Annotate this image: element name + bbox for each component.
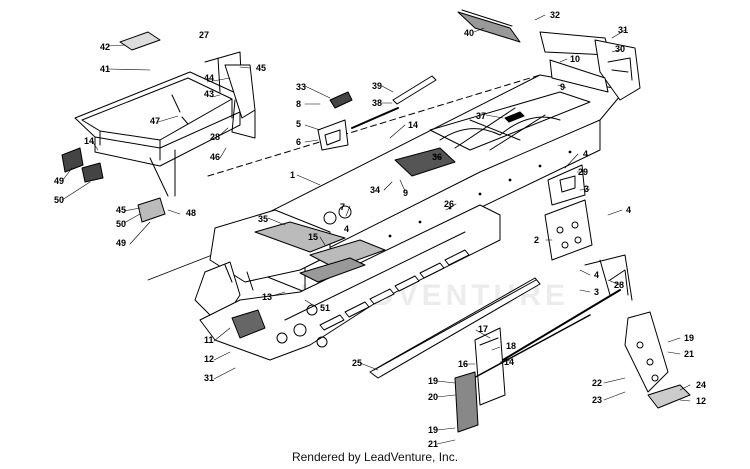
lower-frame bbox=[454, 289, 621, 433]
callout-8: 8 bbox=[296, 99, 301, 109]
callout-44: 44 bbox=[204, 73, 214, 83]
callout-26: 26 bbox=[444, 199, 454, 209]
callout-40: 40 bbox=[464, 28, 474, 38]
callout-28: 28 bbox=[210, 132, 220, 142]
callout-27: 27 bbox=[199, 30, 209, 40]
callout-16: 16 bbox=[458, 359, 468, 369]
hand-rail bbox=[317, 75, 437, 151]
callout-25: 25 bbox=[352, 358, 362, 368]
callout-23: 23 bbox=[592, 395, 602, 405]
callout-6: 6 bbox=[296, 137, 301, 147]
callout-5: 5 bbox=[296, 119, 301, 129]
callout-9: 9 bbox=[403, 188, 408, 198]
callout-35: 35 bbox=[258, 214, 268, 224]
callout-45: 45 bbox=[256, 63, 266, 73]
callout-19: 19 bbox=[428, 425, 438, 435]
callout-47: 47 bbox=[150, 116, 160, 126]
callout-13: 13 bbox=[262, 292, 272, 302]
callout-28: 28 bbox=[614, 280, 624, 290]
callout-4: 4 bbox=[344, 224, 349, 234]
fender-pad bbox=[231, 309, 266, 339]
callout-33: 33 bbox=[296, 82, 306, 92]
callout-50: 50 bbox=[54, 195, 64, 205]
callout-34: 34 bbox=[370, 185, 380, 195]
tunnel-assembly bbox=[147, 74, 626, 361]
callout-30: 30 bbox=[615, 44, 625, 54]
rear-bumper bbox=[457, 9, 641, 101]
callout-29: 29 bbox=[578, 167, 588, 177]
callout-4: 4 bbox=[594, 270, 599, 280]
callout-labels: 4241274445434728461449504550494833856393… bbox=[54, 10, 706, 449]
callout-17: 17 bbox=[478, 324, 488, 334]
callout-11: 11 bbox=[204, 335, 214, 345]
callout-49: 49 bbox=[54, 176, 64, 186]
callout-1: 1 bbox=[290, 170, 295, 180]
rear-bracket bbox=[544, 199, 633, 301]
callout-37: 37 bbox=[476, 111, 486, 121]
credit-text: Rendered by LeadVenture, Inc. bbox=[291, 450, 459, 464]
callout-10: 10 bbox=[570, 54, 580, 64]
leader-lines bbox=[61, 14, 691, 445]
callout-19: 19 bbox=[684, 333, 694, 343]
callout-31: 31 bbox=[204, 373, 214, 383]
callout-36: 36 bbox=[432, 152, 442, 162]
callout-3: 3 bbox=[584, 184, 589, 194]
callout-49: 49 bbox=[116, 238, 126, 248]
callout-22: 22 bbox=[592, 378, 602, 388]
callout-31: 31 bbox=[618, 25, 628, 35]
running-board bbox=[369, 277, 541, 379]
callout-43: 43 bbox=[204, 89, 214, 99]
callout-24: 24 bbox=[696, 380, 706, 390]
callout-21: 21 bbox=[428, 439, 438, 449]
callout-12: 12 bbox=[204, 354, 214, 364]
callout-39: 39 bbox=[372, 81, 382, 91]
rack-assembly bbox=[61, 31, 256, 223]
foot-plate bbox=[624, 311, 691, 409]
callout-12: 12 bbox=[696, 396, 706, 406]
callout-14: 14 bbox=[408, 120, 418, 130]
callout-32: 32 bbox=[550, 10, 560, 20]
callout-7: 7 bbox=[340, 202, 345, 212]
callout-3: 3 bbox=[594, 287, 599, 297]
callout-18: 18 bbox=[506, 341, 516, 351]
callout-21: 21 bbox=[684, 349, 694, 359]
callout-51: 51 bbox=[320, 303, 330, 313]
callout-20: 20 bbox=[428, 392, 438, 402]
callout-4: 4 bbox=[583, 149, 588, 159]
callout-15: 15 bbox=[308, 232, 318, 242]
callout-46: 46 bbox=[210, 152, 220, 162]
callout-4: 4 bbox=[626, 205, 631, 215]
callout-50: 50 bbox=[116, 219, 126, 229]
callout-9: 9 bbox=[560, 82, 565, 92]
callout-2: 2 bbox=[534, 235, 539, 245]
callout-48: 48 bbox=[186, 208, 196, 218]
callout-19: 19 bbox=[428, 376, 438, 386]
callout-14: 14 bbox=[84, 136, 94, 146]
callout-14: 14 bbox=[504, 357, 514, 367]
callout-45: 45 bbox=[116, 205, 126, 215]
callout-41: 41 bbox=[100, 64, 110, 74]
callout-42: 42 bbox=[100, 42, 110, 52]
callout-38: 38 bbox=[372, 98, 382, 108]
